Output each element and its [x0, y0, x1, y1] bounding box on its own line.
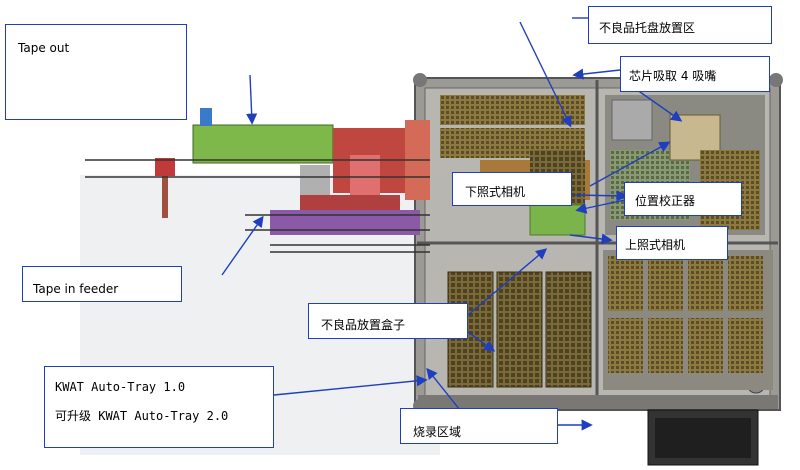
tape-out-callout: Tape out	[5, 24, 187, 120]
feeder-assembly	[85, 108, 430, 253]
up-camera-label: 上照式相机	[625, 238, 686, 252]
down-camera-callout: 下照式相机	[452, 172, 572, 206]
reject-box-callout: 不良品放置盒子	[308, 303, 468, 339]
tape-in-feeder-callout: Tape in feeder	[22, 266, 182, 302]
reject-box-label: 不良品放置盒子	[321, 318, 406, 332]
down-camera-label: 下照式相机	[465, 185, 526, 199]
position-corrector-label: 位置校正器	[635, 194, 696, 208]
kwat-line1: KWAT Auto-Tray 1.0	[55, 380, 186, 394]
burn-zone-callout: 烧录区域	[400, 408, 558, 444]
reject-boxes	[447, 271, 592, 388]
burn-area	[603, 250, 773, 390]
pick-nozzle-callout: 芯片吸取 4 吸嘴	[620, 56, 770, 92]
burn-zone-label: 烧录区域	[413, 425, 462, 439]
tape-in-feeder-label: Tape in feeder	[33, 282, 119, 296]
position-corrector-callout: 位置校正器	[624, 182, 742, 216]
up-camera-callout: 上照式相机	[616, 226, 728, 260]
position-corrector-block	[529, 204, 586, 236]
pick-nozzle-label: 芯片吸取 4 吸嘴	[629, 69, 717, 83]
base-plate	[418, 395, 778, 409]
kwat-callout: KWAT Auto-Tray 1.0 可升级 KWAT Auto-Tray 2.…	[44, 366, 274, 448]
reject-tray-zone-label: 不良品托盘放置区	[599, 21, 696, 35]
reject-tray-zone-callout: 不良品托盘放置区	[588, 6, 772, 44]
tape-out-label: Tape out	[18, 41, 70, 55]
kwat-line2: 可升级 KWAT Auto-Tray 2.0	[55, 409, 229, 423]
